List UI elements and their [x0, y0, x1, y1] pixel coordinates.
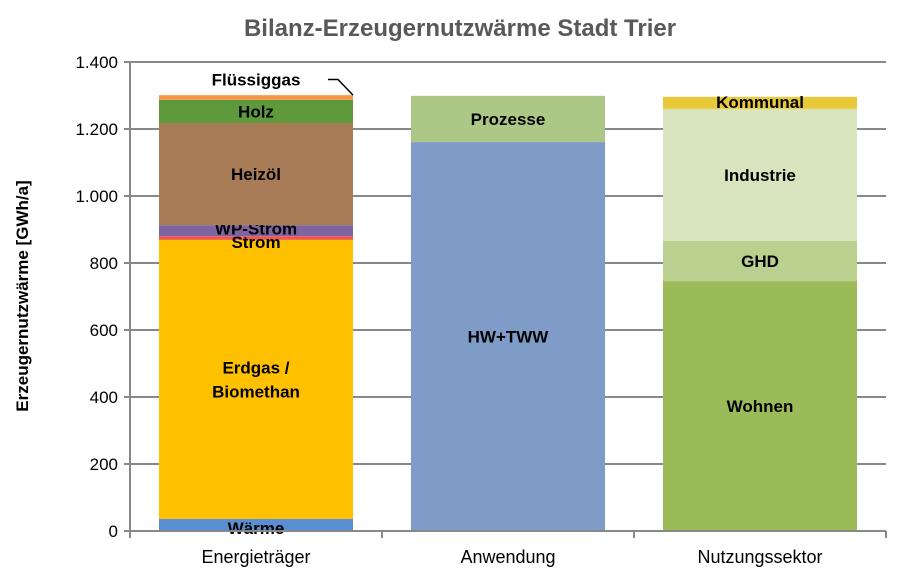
- y-tick-label: 1.400: [75, 53, 118, 72]
- bar-segment: [663, 108, 857, 241]
- data-label: Prozesse: [471, 110, 546, 129]
- data-label: Heizöl: [231, 165, 281, 184]
- chart-title: Bilanz-Erzeugernutzwärme Stadt Trier: [244, 15, 676, 42]
- data-label: GHD: [741, 252, 779, 271]
- y-tick-label: 800: [90, 254, 118, 273]
- bar-segment: [663, 240, 857, 282]
- bar-segment: [159, 236, 353, 240]
- bar-segment: [159, 225, 353, 237]
- x-tick-label: Nutzungssektor: [697, 547, 822, 567]
- bar-segment: [159, 95, 353, 100]
- data-label: Flüssiggas: [212, 71, 301, 90]
- data-label: Industrie: [724, 166, 796, 185]
- y-tick-label: 600: [90, 321, 118, 340]
- bar-segment: [159, 239, 353, 519]
- y-tick-label: 1.000: [75, 187, 118, 206]
- y-tick-label: 0: [109, 522, 118, 541]
- data-label: Kommunal: [716, 93, 804, 112]
- bar-segment: [159, 518, 353, 531]
- bar-segment: [663, 281, 857, 531]
- bar-segment: [159, 122, 353, 226]
- data-label: Wärme: [228, 519, 285, 538]
- y-axis-label: Erzeugernutzwärme [GWh/a]: [13, 180, 32, 411]
- y-tick-label: 200: [90, 455, 118, 474]
- y-tick-label: 1.200: [75, 120, 118, 139]
- x-tick-label: Energieträger: [201, 547, 310, 567]
- y-tick-label: 400: [90, 388, 118, 407]
- bar-segment: [663, 96, 857, 109]
- bar-segment: [411, 142, 605, 531]
- bar-segment: [411, 95, 605, 143]
- data-label: Strom: [231, 233, 280, 252]
- x-tick-label: Anwendung: [460, 547, 555, 567]
- leader-line: [328, 78, 354, 96]
- data-label: Holz: [238, 102, 274, 121]
- bar-segment: [159, 99, 353, 123]
- data-label: HW+TWW: [468, 328, 550, 347]
- data-label: Wohnen: [727, 397, 794, 416]
- data-label: Erdgas /Biomethan: [212, 358, 300, 401]
